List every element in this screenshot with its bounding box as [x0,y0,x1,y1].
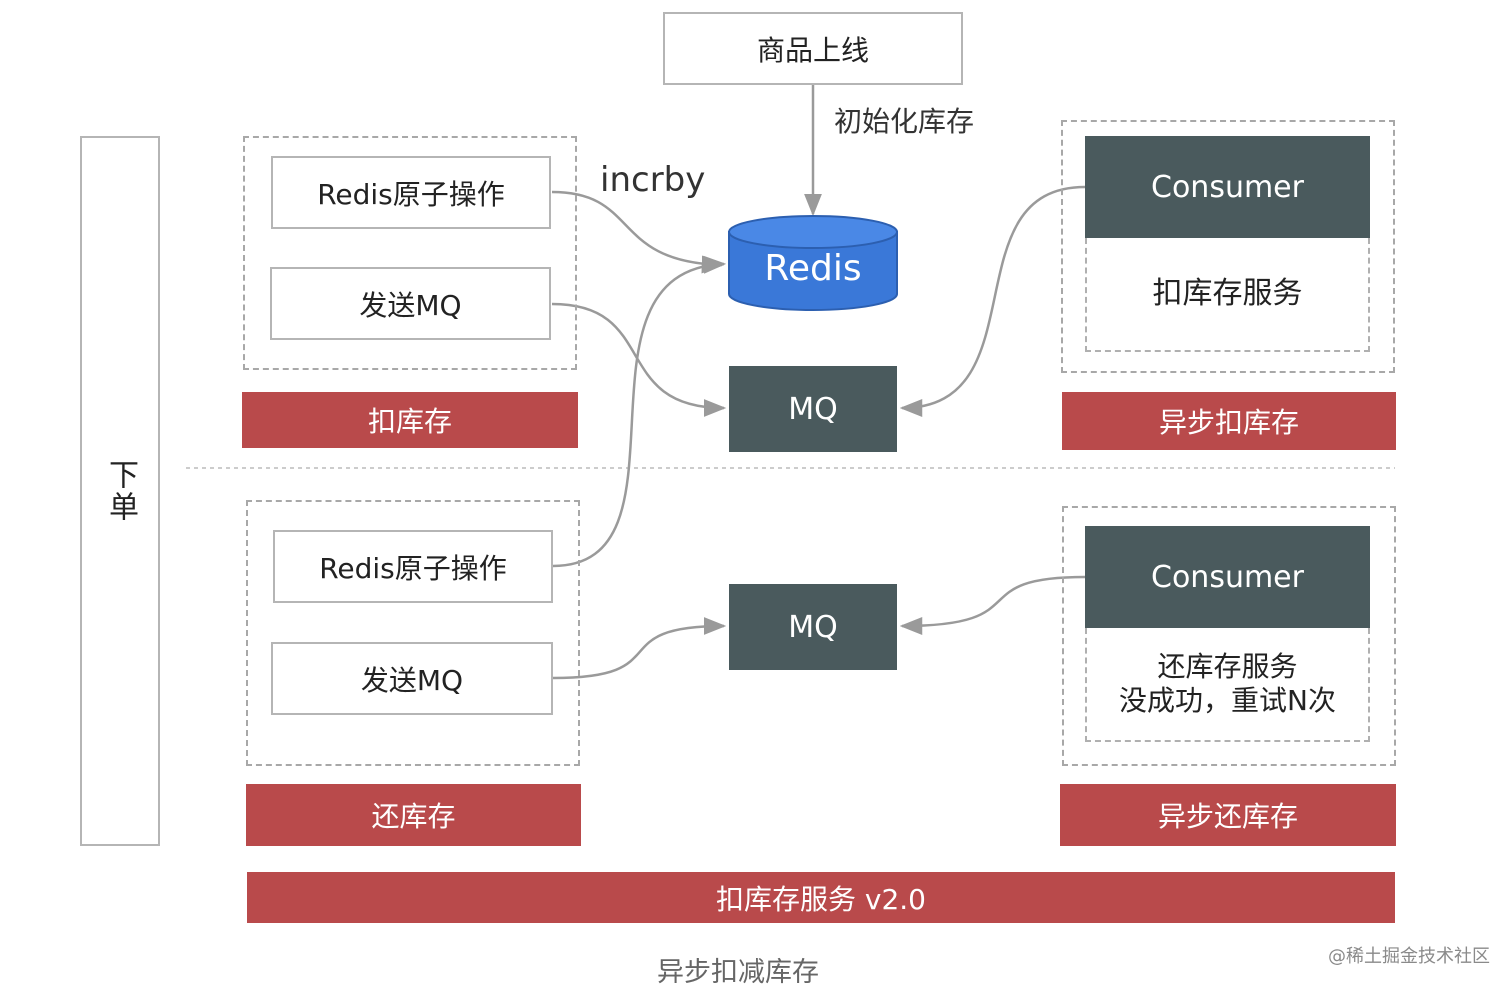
mq-bottom-box: MQ [729,584,897,670]
deduct-label-bar: 扣库存 [242,392,578,448]
redis-cylinder [728,215,898,311]
async-restore-consumer-label: Consumer [1151,559,1304,595]
async-deduct-label-bar: 异步扣库存 [1062,392,1396,450]
async-deduct-consumer-label: Consumer [1151,169,1304,205]
order-label: 下单 [103,459,138,523]
order-column: 下单 [80,136,160,846]
async-restore-service-line2: 没成功，重试N次 [1119,684,1336,717]
product-online-label: 商品上线 [756,33,869,67]
restore-send-mq-label: 发送MQ [360,663,464,697]
async-deduct-service-box: 扣库存服务 [1085,238,1370,352]
mq-bottom-label: MQ [788,609,838,645]
mq-top-box: MQ [729,366,897,452]
init-stock-label: 初始化库存 [834,105,975,138]
watermark: @稀土掘金技术社区 [1328,946,1490,967]
restore-send-mq-box: 发送MQ [271,642,553,715]
restore-label: 还库存 [371,800,456,833]
deduct-send-mq-box: 发送MQ [270,267,551,340]
restore-redis-arrow [552,255,727,568]
restore-group [246,500,580,766]
deduct-send-mq-label: 发送MQ [359,288,462,322]
send-mq-arrow-top [551,302,727,417]
restore-label-bar: 还库存 [246,784,581,846]
deduct-group [243,136,577,370]
async-restore-group [1062,506,1396,766]
async-restore-label-bar: 异步还库存 [1060,784,1396,846]
async-deduct-service-label: 扣库存服务 [1152,276,1303,311]
redis-text: Redis [764,248,862,289]
async-deduct-consumer-box: Consumer [1085,136,1370,238]
deduct-redis-atomic-box: Redis原子操作 [271,156,551,229]
async-deduct-label: 异步扣库存 [1158,406,1299,439]
service-version-bar: 扣库存服务 v2.0 [247,872,1395,923]
async-restore-service-box: 还库存服务 没成功，重试N次 [1085,628,1370,742]
deduct-label: 扣库存 [367,405,452,438]
send-mq-arrow-bottom [552,617,727,680]
deduct-redis-atomic-label: Redis原子操作 [317,177,505,211]
consumer-arrow-top [899,185,1086,417]
restore-redis-atomic-box: Redis原子操作 [273,530,553,603]
async-restore-consumer-box: Consumer [1085,526,1370,628]
service-version-label: 扣库存服务 v2.0 [715,882,926,916]
incrby-arrow [551,190,725,274]
restore-redis-atomic-label: Redis原子操作 [319,551,507,585]
mq-top-label: MQ [788,391,838,427]
consumer-arrow-bottom [899,575,1086,635]
async-deduct-group [1061,120,1395,373]
async-restore-label: 异步还库存 [1157,800,1298,833]
diagram-caption: 异步扣减库存 [657,957,819,988]
incrby-label: incrby [600,160,706,200]
async-restore-service-line1: 还库存服务 [1157,650,1298,684]
product-online-box: 商品上线 [663,12,963,85]
